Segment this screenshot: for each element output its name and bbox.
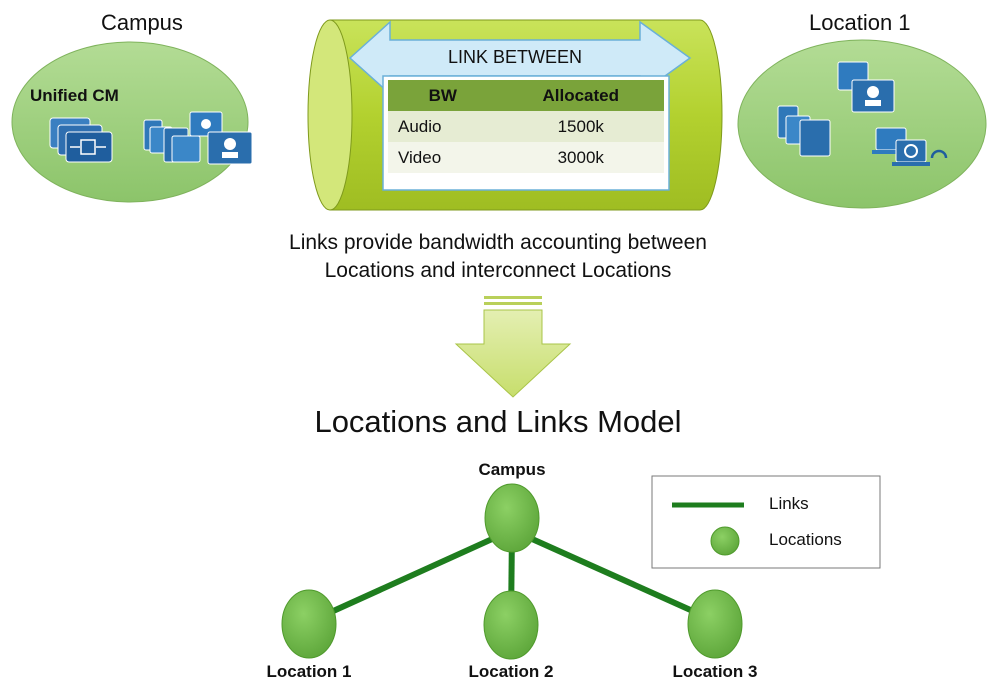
- link-campus-location3: [510, 527, 717, 624]
- node-location1-label: Location 1: [266, 662, 352, 681]
- campus-endpoints-icon: [143, 111, 253, 165]
- node-campus-label: Campus: [478, 460, 546, 479]
- node-location2-label: Location 2: [468, 662, 554, 681]
- down-arrow: [454, 296, 572, 398]
- location1-endpoints-icon: [777, 61, 948, 166]
- video-allocated-cell: 3000k: [497, 142, 664, 173]
- bw-table-header-row: BW Allocated: [388, 80, 664, 111]
- link-between-label: LINK BETWEEN: [447, 47, 583, 67]
- table-row: Audio 1500k: [388, 111, 664, 142]
- unified-cm-label: Unified CM: [30, 86, 119, 105]
- legend-box: [651, 475, 881, 569]
- bw-table: BW Allocated Audio 1500k Video 3000k: [388, 80, 664, 173]
- node-campus: [484, 483, 540, 553]
- allocated-header-cell: Allocated: [497, 80, 664, 111]
- node-location3: [687, 589, 743, 659]
- model-title: Locations and Links Model: [314, 404, 682, 439]
- node-location2: [483, 590, 539, 660]
- campus-region-label: Campus: [101, 10, 183, 35]
- node-location3-label: Location 3: [672, 662, 758, 681]
- node-location1: [281, 589, 337, 659]
- audio-allocated-cell: 1500k: [497, 111, 664, 142]
- legend-location-swatch: [710, 526, 740, 556]
- location1-region-label: Location 1: [809, 10, 911, 35]
- caption-line-1: Links provide bandwidth accounting betwe…: [289, 231, 707, 254]
- link-campus-location1: [307, 527, 514, 625]
- caption-line-2: Locations and interconnect Locations: [324, 259, 672, 282]
- video-type-cell: Video: [388, 142, 498, 173]
- bw-header-cell: BW: [388, 80, 498, 111]
- legend-links-label: Links: [769, 494, 809, 513]
- legend-locations-label: Locations: [769, 530, 842, 549]
- audio-type-cell: Audio: [388, 111, 498, 142]
- table-row: Video 3000k: [388, 142, 664, 173]
- call-manager-icon: [49, 117, 113, 163]
